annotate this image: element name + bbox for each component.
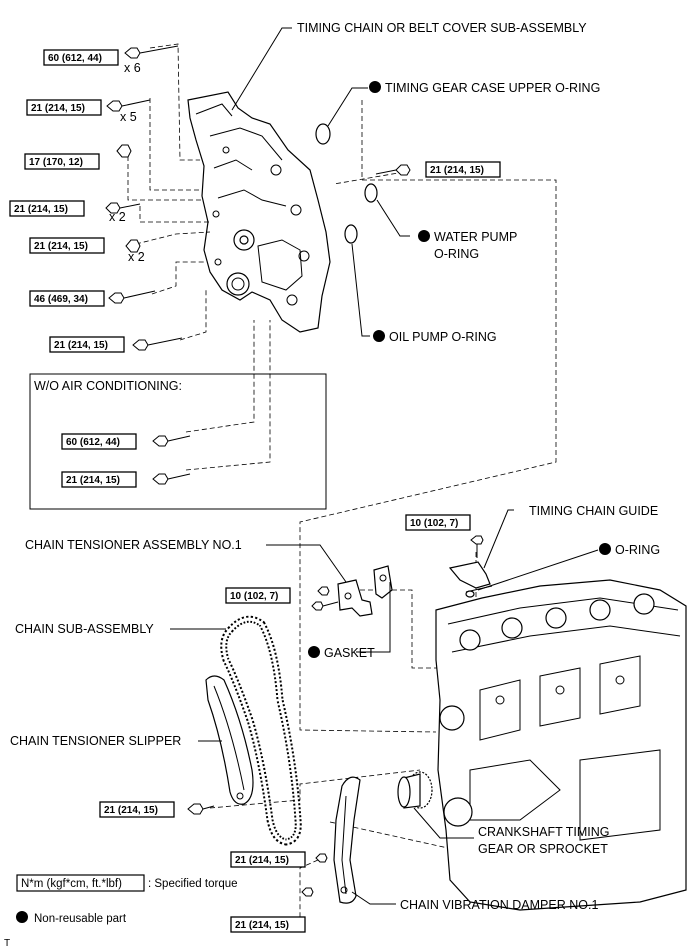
timing-cover xyxy=(187,91,331,333)
label-vibration-damper: CHAIN VIBRATION DAMPER NO.1 xyxy=(400,898,598,912)
vibration-damper xyxy=(333,776,361,904)
bolt-7 xyxy=(132,337,183,351)
qty-3: x 2 xyxy=(109,210,126,224)
label-water-pump-oring-1: WATER PUMP xyxy=(434,230,517,244)
qty-4: x 2 xyxy=(128,250,145,264)
svg-text:10 (102, 7): 10 (102, 7) xyxy=(230,591,278,602)
qty-1: x 6 xyxy=(124,61,141,75)
svg-text:46 (469, 34): 46 (469, 34) xyxy=(34,294,88,305)
torque-box-1: 60 (612, 44) xyxy=(43,49,119,66)
qty-2: x 5 xyxy=(120,110,137,124)
svg-text:60 (612, 44): 60 (612, 44) xyxy=(48,53,102,64)
bolt-5 xyxy=(125,239,141,253)
wo-ac-title: W/O AIR CONDITIONING: xyxy=(34,379,182,393)
label-water-pump-oring-2: O-RING xyxy=(434,247,479,261)
svg-text:21 (214, 15): 21 (214, 15) xyxy=(14,204,68,215)
torque-box-12: 10 (102, 7) xyxy=(225,587,291,604)
bolt-9 xyxy=(152,473,191,485)
svg-text:21 (214, 15): 21 (214, 15) xyxy=(31,103,85,114)
torque-box-15: 21 (214, 15) xyxy=(230,916,306,933)
torque-box-4: 21 (214, 15) xyxy=(9,200,85,217)
torque-box-14: 21 (214, 15) xyxy=(230,851,306,868)
tensioner-slipper xyxy=(205,675,254,805)
torque-box-6: 46 (469, 34) xyxy=(29,290,105,307)
water-pump-o-ring xyxy=(364,183,378,203)
nonreusable-bullets xyxy=(16,81,611,923)
bolt-12 xyxy=(311,601,339,611)
torque-box-11: 10 (102, 7) xyxy=(405,514,471,531)
legend-torque-unit: N*m (kgf*cm, ft.*lbf) xyxy=(21,878,122,890)
label-timing-chain-guide: TIMING CHAIN GUIDE xyxy=(529,504,658,518)
bolt-13 xyxy=(470,535,484,558)
svg-text:21 (214, 15): 21 (214, 15) xyxy=(66,475,120,486)
upper-o-ring xyxy=(315,123,331,145)
label-chain-sub: CHAIN SUB-ASSEMBLY xyxy=(15,622,154,636)
bolt-8 xyxy=(152,435,191,447)
svg-text:21 (214, 15): 21 (214, 15) xyxy=(54,340,108,351)
bolt-3 xyxy=(116,144,132,158)
bolt-2 xyxy=(106,99,151,112)
leader-lines xyxy=(170,27,599,905)
legend-torque-desc: : Specified torque xyxy=(148,878,238,890)
svg-text:17 (170, 12): 17 (170, 12) xyxy=(29,157,83,168)
svg-text:60 (612, 44): 60 (612, 44) xyxy=(66,437,120,448)
torque-box-9: 60 (612, 44) xyxy=(61,433,137,450)
svg-text:21 (214, 15): 21 (214, 15) xyxy=(235,920,289,931)
crankshaft-sprocket xyxy=(397,771,433,809)
label-tensioner-slipper: CHAIN TENSIONER SLIPPER xyxy=(10,734,181,748)
label-crank-gear-1: CRANKSHAFT TIMING xyxy=(478,825,610,839)
label-upper-oring: TIMING GEAR CASE UPPER O-RING xyxy=(385,81,600,95)
legend-torque-box xyxy=(16,874,145,892)
torque-box-8: 21 (214, 15) xyxy=(425,161,501,178)
oil-pump-o-ring xyxy=(344,224,358,244)
bolt-1 xyxy=(124,45,179,59)
legend-nonreusable: Non-reusable part xyxy=(34,913,127,925)
tensioner-gasket xyxy=(373,565,393,599)
bolt-4 xyxy=(105,202,141,214)
label-oil-pump-oring: OIL PUMP O-RING xyxy=(389,330,497,344)
torque-box-2: 21 (214, 15) xyxy=(26,99,102,116)
torque-box-13: 21 (214, 15) xyxy=(99,801,175,818)
small-o-ring xyxy=(465,590,475,598)
bolt-15 xyxy=(315,853,328,863)
label-tensioner-assy: CHAIN TENSIONER ASSEMBLY NO.1 xyxy=(25,538,242,552)
bolt-16 xyxy=(301,887,314,897)
label-crank-gear-2: GEAR OR SPROCKET xyxy=(478,842,608,856)
bolt-11 xyxy=(317,586,330,596)
torque-box-5: 21 (214, 15) xyxy=(29,237,105,254)
legend: N*m (kgf*cm, ft.*lbf) : Specified torque… xyxy=(16,874,238,925)
svg-text:21 (214, 15): 21 (214, 15) xyxy=(430,165,484,176)
chain-tensioner xyxy=(337,579,373,617)
svg-text:21 (214, 15): 21 (214, 15) xyxy=(34,241,88,252)
wo-ac-box xyxy=(29,373,327,510)
label-cover: TIMING CHAIN OR BELT COVER SUB-ASSEMBLY xyxy=(297,21,587,35)
engine-block xyxy=(435,579,687,911)
svg-text:21 (214, 15): 21 (214, 15) xyxy=(235,855,289,866)
torque-box-7: 21 (214, 15) xyxy=(49,336,125,353)
label-gasket: GASKET xyxy=(324,646,375,660)
bolt-6 xyxy=(108,290,156,304)
bolt-14 xyxy=(187,803,215,815)
torque-box-10: 21 (214, 15) xyxy=(61,471,137,488)
torque-box-3: 17 (170, 12) xyxy=(24,153,100,170)
bolts xyxy=(105,45,484,897)
timing-chain xyxy=(220,615,302,846)
corner-mark: T xyxy=(4,938,10,949)
svg-text:10 (102, 7): 10 (102, 7) xyxy=(410,518,458,529)
bolt-10 xyxy=(375,164,411,176)
svg-text:21 (214, 15): 21 (214, 15) xyxy=(104,805,158,816)
dashed-guides xyxy=(127,43,557,930)
label-o-ring: O-RING xyxy=(615,543,660,557)
